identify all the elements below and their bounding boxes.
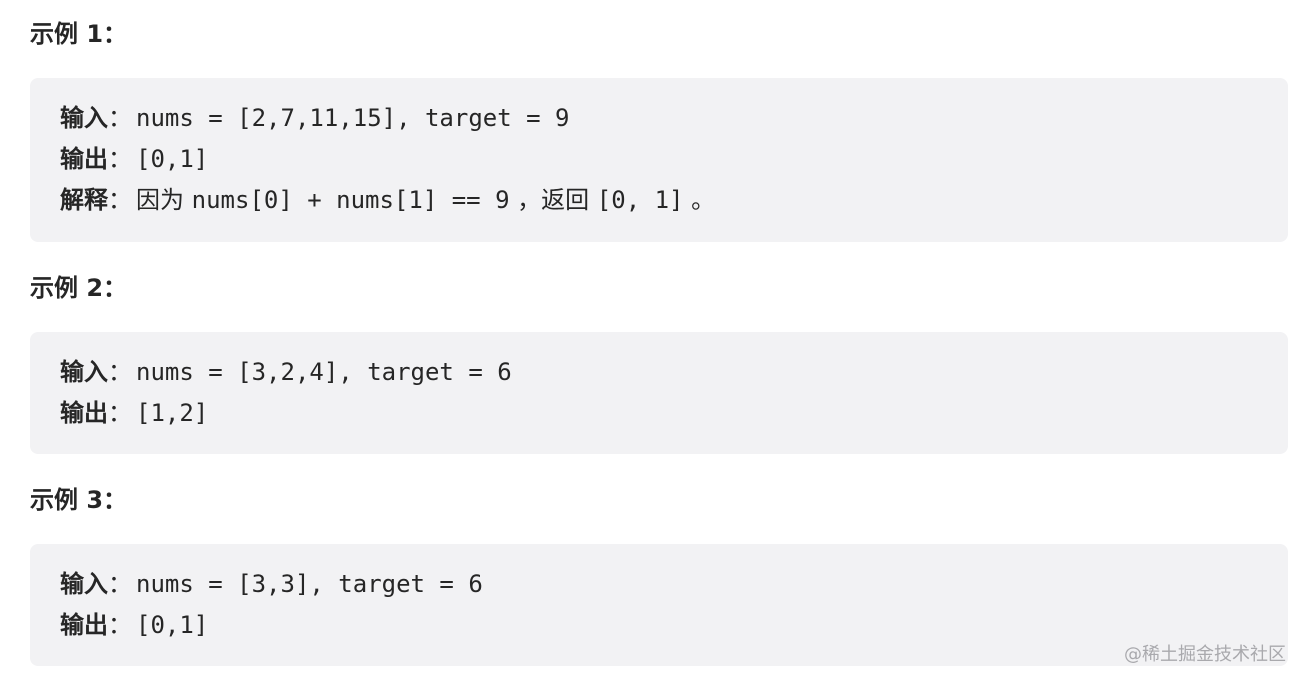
output-value: [0,1] [136, 145, 209, 173]
example-3-output-line: 输出：[0,1] [60, 605, 1258, 646]
colon: ： [108, 104, 132, 132]
explain-code-result: [0, 1] [596, 186, 684, 214]
example-2-input-line: 输入：nums = [3,2,4], target = 6 [60, 352, 1258, 393]
explain-text-because: 因为 [136, 186, 192, 214]
input-label: 输入 [60, 104, 108, 132]
explain-code-expression: nums[0] + nums[1] == 9 [191, 186, 510, 214]
example-1-heading: 示例 1： [30, 20, 128, 48]
example-1-block: 输入：nums = [2,7,11,15], target = 9 输出：[0,… [30, 78, 1288, 242]
input-label: 输入 [60, 570, 108, 598]
example-3-input-line: 输入：nums = [3,3], target = 6 [60, 564, 1258, 605]
output-value: [1,2] [136, 399, 209, 427]
input-value: nums = [2,7,11,15], target = 9 [136, 104, 570, 132]
colon: ： [108, 358, 132, 386]
output-label: 输出 [60, 145, 108, 173]
example-2-block: 输入：nums = [3,2,4], target = 6 输出：[1,2] [30, 332, 1288, 454]
example-1-output-line: 输出：[0,1] [60, 139, 1258, 180]
watermark: @稀土掘金技术社区 [1124, 644, 1286, 665]
colon: ： [108, 145, 132, 173]
example-2-heading: 示例 2： [30, 274, 128, 302]
example-3-block: 输入：nums = [3,3], target = 6 输出：[0,1] [30, 544, 1288, 666]
input-label: 输入 [60, 358, 108, 386]
input-value: nums = [3,3], target = 6 [136, 570, 483, 598]
colon: ： [108, 570, 132, 598]
example-3-heading: 示例 3： [30, 486, 128, 514]
explain-text-period: 。 [683, 186, 716, 214]
colon: ： [108, 611, 132, 639]
output-label: 输出 [60, 611, 108, 639]
example-1-explain-line: 解释：因为 nums[0] + nums[1] == 9 ，返回 [0, 1] … [60, 180, 1258, 221]
example-1-input-line: 输入：nums = [2,7,11,15], target = 9 [60, 98, 1258, 139]
output-label: 输出 [60, 399, 108, 427]
explain-label: 解释 [60, 186, 108, 214]
example-2-output-line: 输出：[1,2] [60, 393, 1258, 434]
input-value: nums = [3,2,4], target = 6 [136, 358, 512, 386]
output-value: [0,1] [136, 611, 209, 639]
colon: ： [108, 186, 132, 214]
colon: ： [108, 399, 132, 427]
explain-text-return: ，返回 [509, 186, 597, 214]
